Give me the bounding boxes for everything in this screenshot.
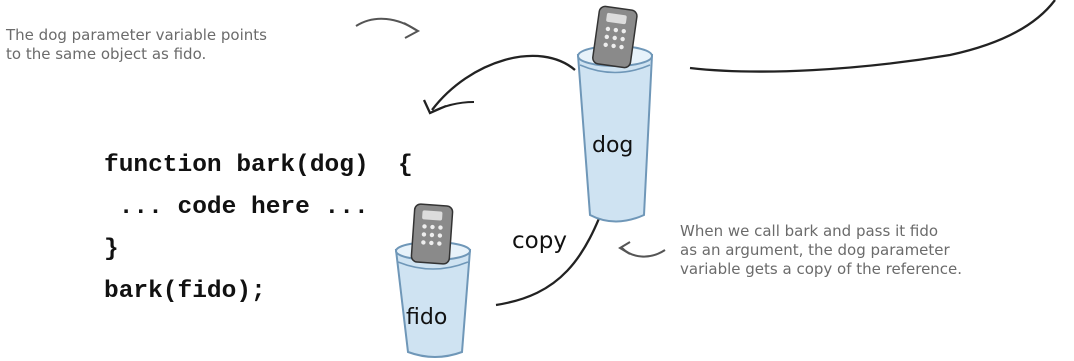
bottom-right-annotation: When we call bark and pass it fido as an… bbox=[680, 222, 962, 279]
code-line-3: } bbox=[104, 236, 119, 263]
code-line-1: function bark(dog) { bbox=[104, 152, 413, 179]
annotation-line: as an argument, the dog parameter bbox=[680, 241, 950, 259]
fido-cup-label: fido bbox=[406, 305, 448, 330]
dog-remote-icon bbox=[592, 5, 638, 69]
code-line-2: ... code here ... bbox=[104, 194, 369, 221]
code-line-4: bark(fido); bbox=[104, 278, 266, 305]
annotation-line: variable gets a copy of the reference. bbox=[680, 260, 963, 278]
dog-to-code-arrow bbox=[431, 54, 576, 111]
dog-cup bbox=[576, 5, 654, 223]
annotation-line: The dog parameter variable points bbox=[6, 26, 267, 44]
dog-cup-label: dog bbox=[592, 133, 634, 158]
fido-cup bbox=[394, 203, 472, 358]
fido-remote-icon bbox=[410, 203, 454, 265]
annotation-line: When we call bark and pass it fido bbox=[680, 222, 939, 240]
copy-label: copy bbox=[512, 228, 567, 254]
top-left-annotation: The dog parameter variable points to the… bbox=[6, 26, 267, 64]
annotation-line: to the same object as fido. bbox=[6, 45, 207, 63]
top-right-arrow bbox=[689, 0, 1056, 73]
